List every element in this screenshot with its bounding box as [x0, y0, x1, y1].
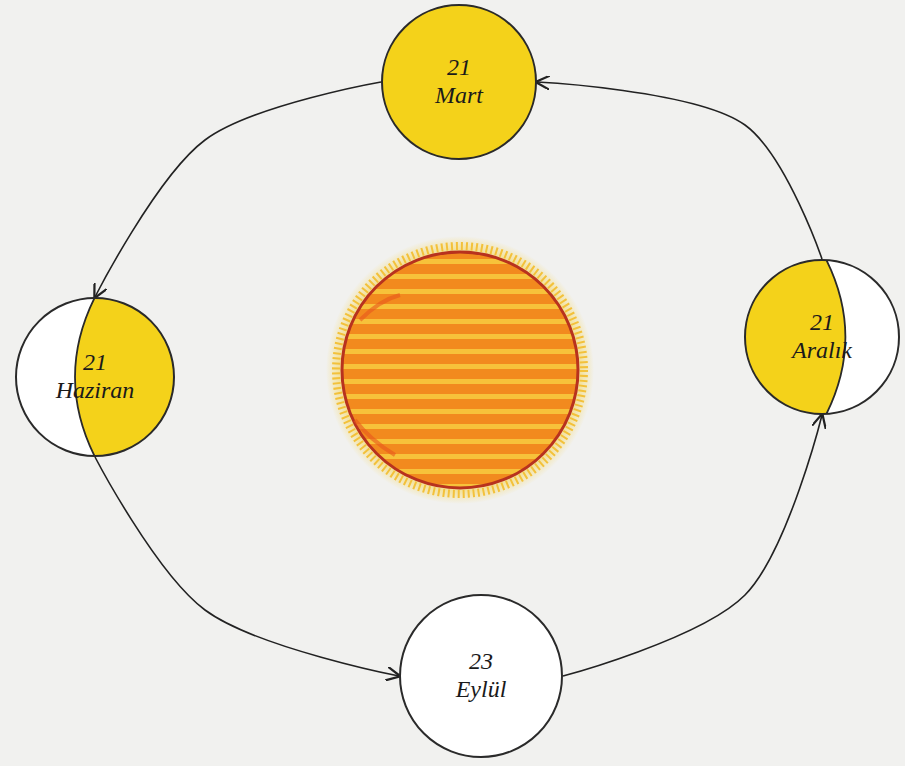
earth-border [745, 260, 899, 414]
orbit-arrow [563, 415, 822, 676]
earth-disc [382, 5, 536, 159]
sun [342, 252, 578, 488]
earth-border [382, 5, 536, 159]
earth-circle: 21 Aralık [744, 259, 900, 415]
earth-circle: 21 Haziran [15, 297, 175, 457]
earth-disc [745, 260, 899, 414]
earth-border [400, 595, 562, 757]
earth-circle: 21 Mart [381, 4, 537, 160]
orbit-arrow [95, 457, 399, 676]
date-label: 21 Mart [435, 54, 483, 109]
earth-disc [400, 595, 562, 757]
date-label: 21 Aralık [792, 309, 852, 364]
orbit-arrow [95, 82, 381, 297]
earth-border [16, 298, 174, 456]
sun-rays [336, 246, 584, 494]
orbit-arrow [537, 82, 822, 259]
date-label: 23 Eylül [456, 648, 507, 703]
sun-shading [355, 295, 400, 455]
date-label: 21 Haziran [56, 349, 135, 404]
earth-circle: 23 Eylül [399, 594, 563, 758]
sun-glow [326, 236, 594, 504]
earth-disc [16, 298, 174, 456]
